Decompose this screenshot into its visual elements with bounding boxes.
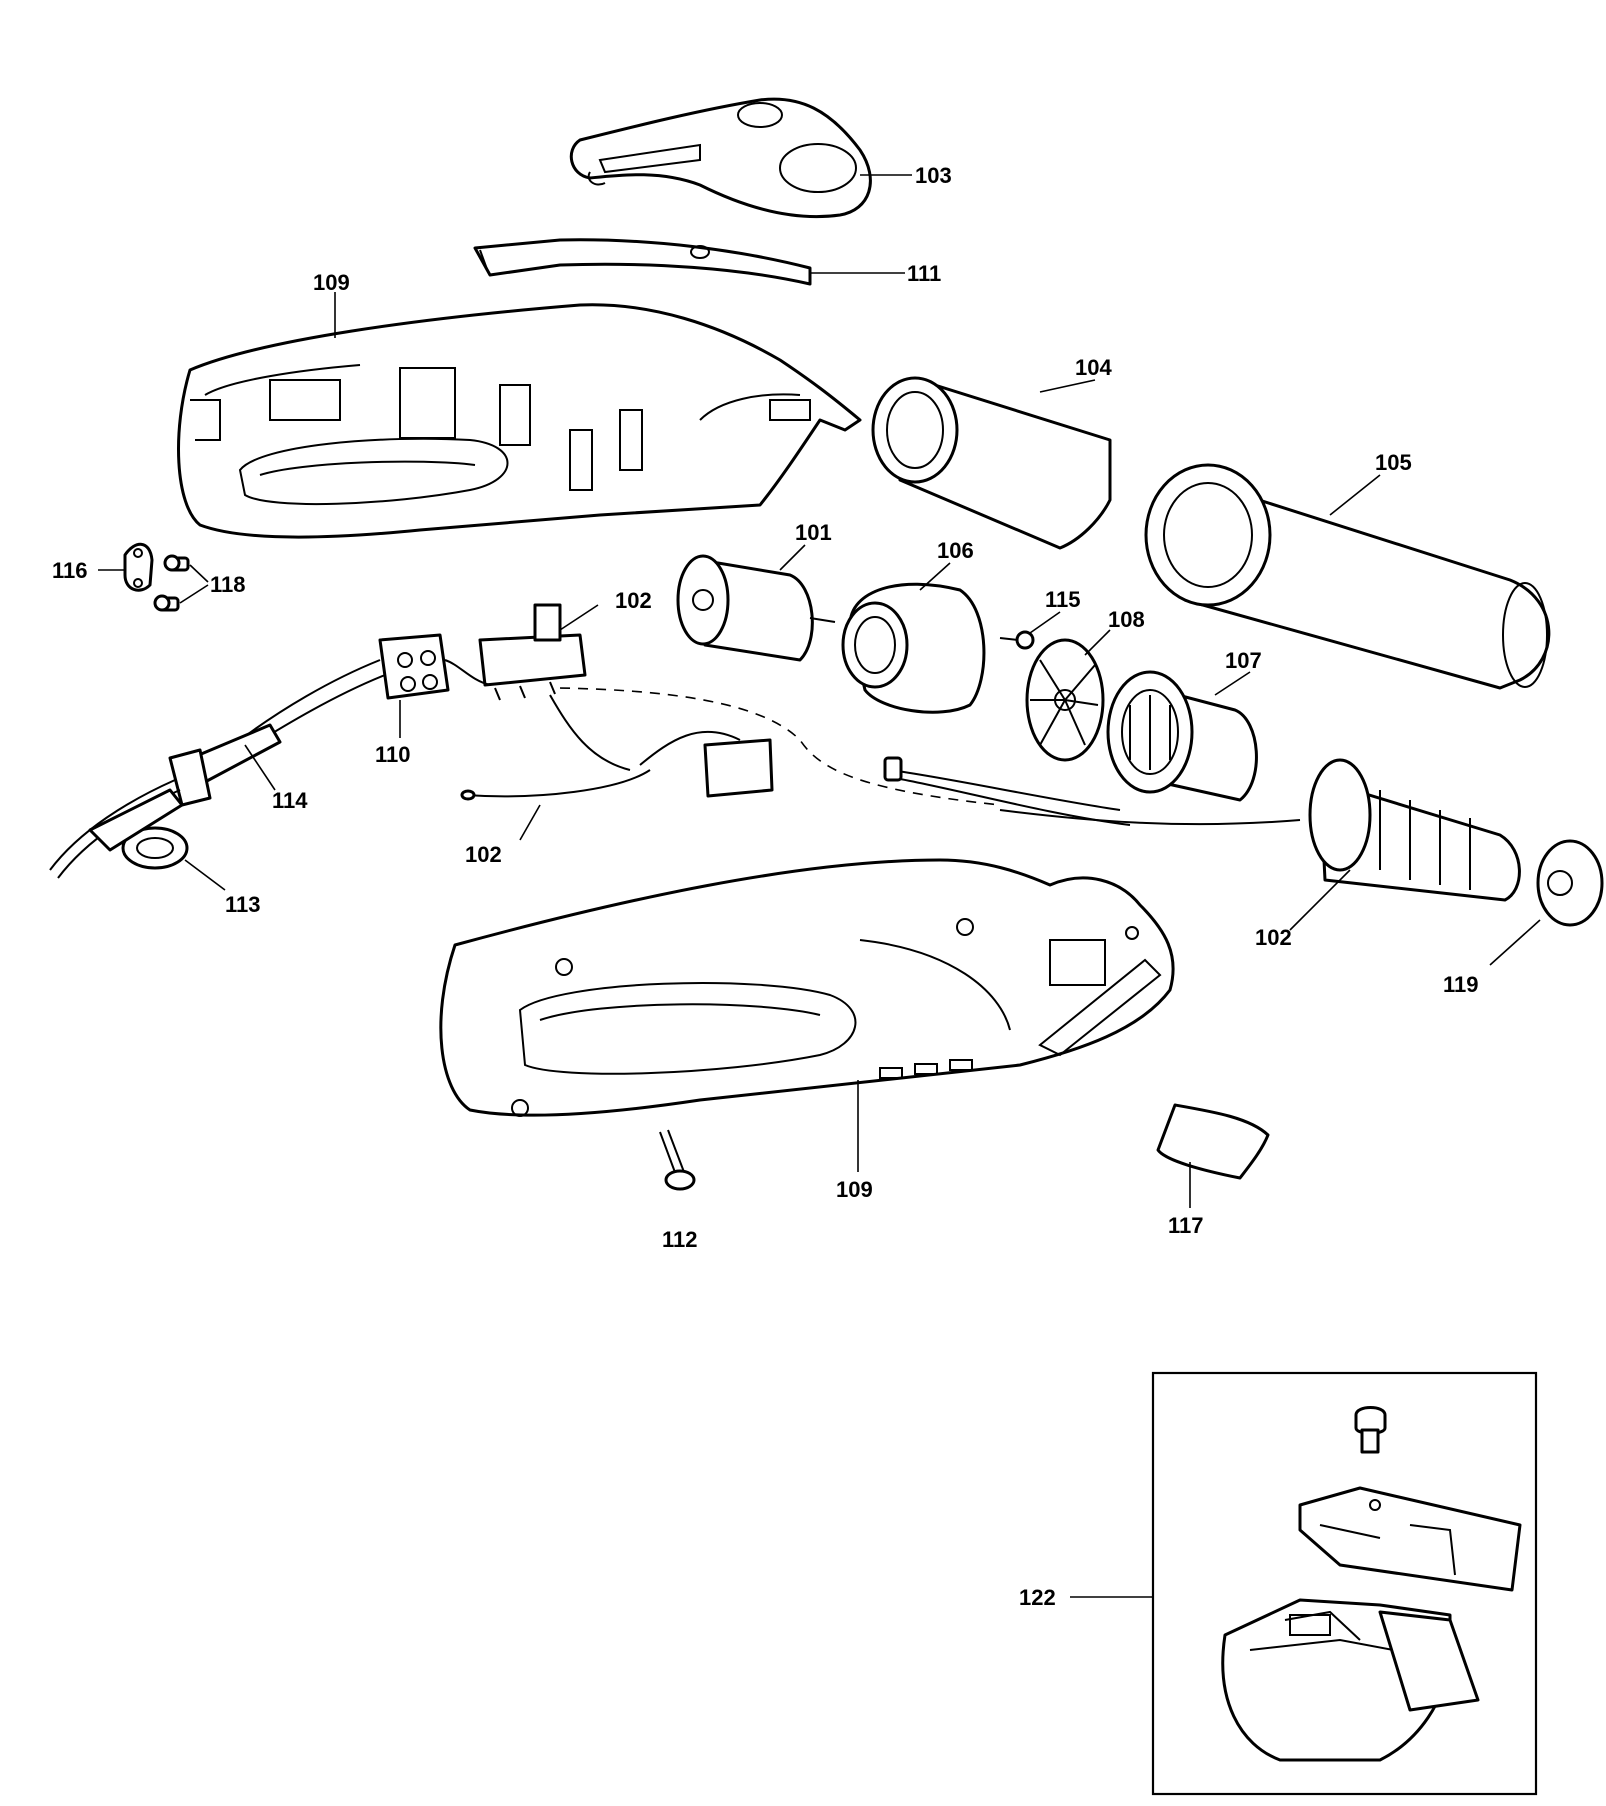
label-117: 117 <box>1168 1213 1204 1238</box>
part-111-slider <box>473 238 812 286</box>
part-102-heating-element <box>883 756 1521 902</box>
label-109-top: 109 <box>313 270 350 295</box>
leader-118a <box>189 564 209 583</box>
leader-113 <box>184 859 226 891</box>
label-110: 110 <box>375 742 411 767</box>
leader-105 <box>1329 474 1381 516</box>
label-115: 115 <box>1045 587 1081 612</box>
label-113: 113 <box>225 892 261 917</box>
label-109-bottom: 109 <box>836 1177 873 1202</box>
part-104-tube <box>871 376 1112 550</box>
part-101-motor <box>676 554 836 662</box>
label-103: 103 <box>915 163 952 188</box>
label-107: 107 <box>1225 648 1262 673</box>
leader-107 <box>1214 671 1251 696</box>
leader-104 <box>1039 379 1096 393</box>
label-105: 105 <box>1375 450 1412 475</box>
label-102-wire: 102 <box>465 842 502 867</box>
part-105-nozzle-tube <box>1144 463 1551 690</box>
label-114: 114 <box>272 788 308 813</box>
part-114-cord-protector <box>168 723 282 807</box>
leader-106 <box>919 562 951 591</box>
wire-cord-1 <box>239 659 381 741</box>
leader-114 <box>244 744 276 791</box>
part-102-switch <box>478 603 587 701</box>
inset-frame <box>1151 1371 1538 1796</box>
label-112: 112 <box>662 1227 698 1252</box>
part-118-screws <box>153 554 190 612</box>
part-107-element-holder <box>1106 670 1258 802</box>
part-109-left-housing <box>177 303 862 539</box>
label-116: 116 <box>52 558 88 583</box>
leader-102-wire <box>519 804 541 841</box>
label-118: 118 <box>210 572 246 597</box>
label-108: 108 <box>1108 607 1145 632</box>
leader-102-switch <box>559 604 599 631</box>
label-122: 122 <box>1019 1585 1056 1610</box>
part-103-cover-plate <box>569 97 872 219</box>
label-119: 119 <box>1443 972 1479 997</box>
leader-101 <box>779 544 806 571</box>
part-113-cord <box>49 779 189 879</box>
part-116-clamp <box>123 542 154 592</box>
label-102-element: 102 <box>1255 925 1292 950</box>
leader-118b <box>179 584 209 604</box>
leader-102-element <box>1289 869 1351 931</box>
label-101: 101 <box>795 520 832 545</box>
part-110-terminal-block <box>378 633 450 700</box>
part-102-wire-assembly <box>460 694 774 801</box>
label-111: 111 <box>907 261 941 286</box>
part-109-right-housing <box>439 858 1175 1117</box>
leader-108 <box>1084 629 1111 656</box>
part-112-screw <box>659 1129 696 1191</box>
part-115-screw <box>999 630 1035 650</box>
label-104: 104 <box>1075 355 1112 380</box>
label-106: 106 <box>937 538 974 563</box>
part-117-pad <box>1156 1103 1270 1180</box>
leader-119 <box>1489 919 1541 966</box>
part-108-fan <box>1025 638 1105 762</box>
leader-115 <box>1029 611 1061 634</box>
part-119-end-cap <box>1536 839 1604 927</box>
part-106-fan-housing <box>841 582 986 714</box>
wire-terminal-switch <box>444 659 491 686</box>
label-102-switch: 102 <box>615 588 652 613</box>
part-122-assembly <box>1221 1406 1522 1762</box>
